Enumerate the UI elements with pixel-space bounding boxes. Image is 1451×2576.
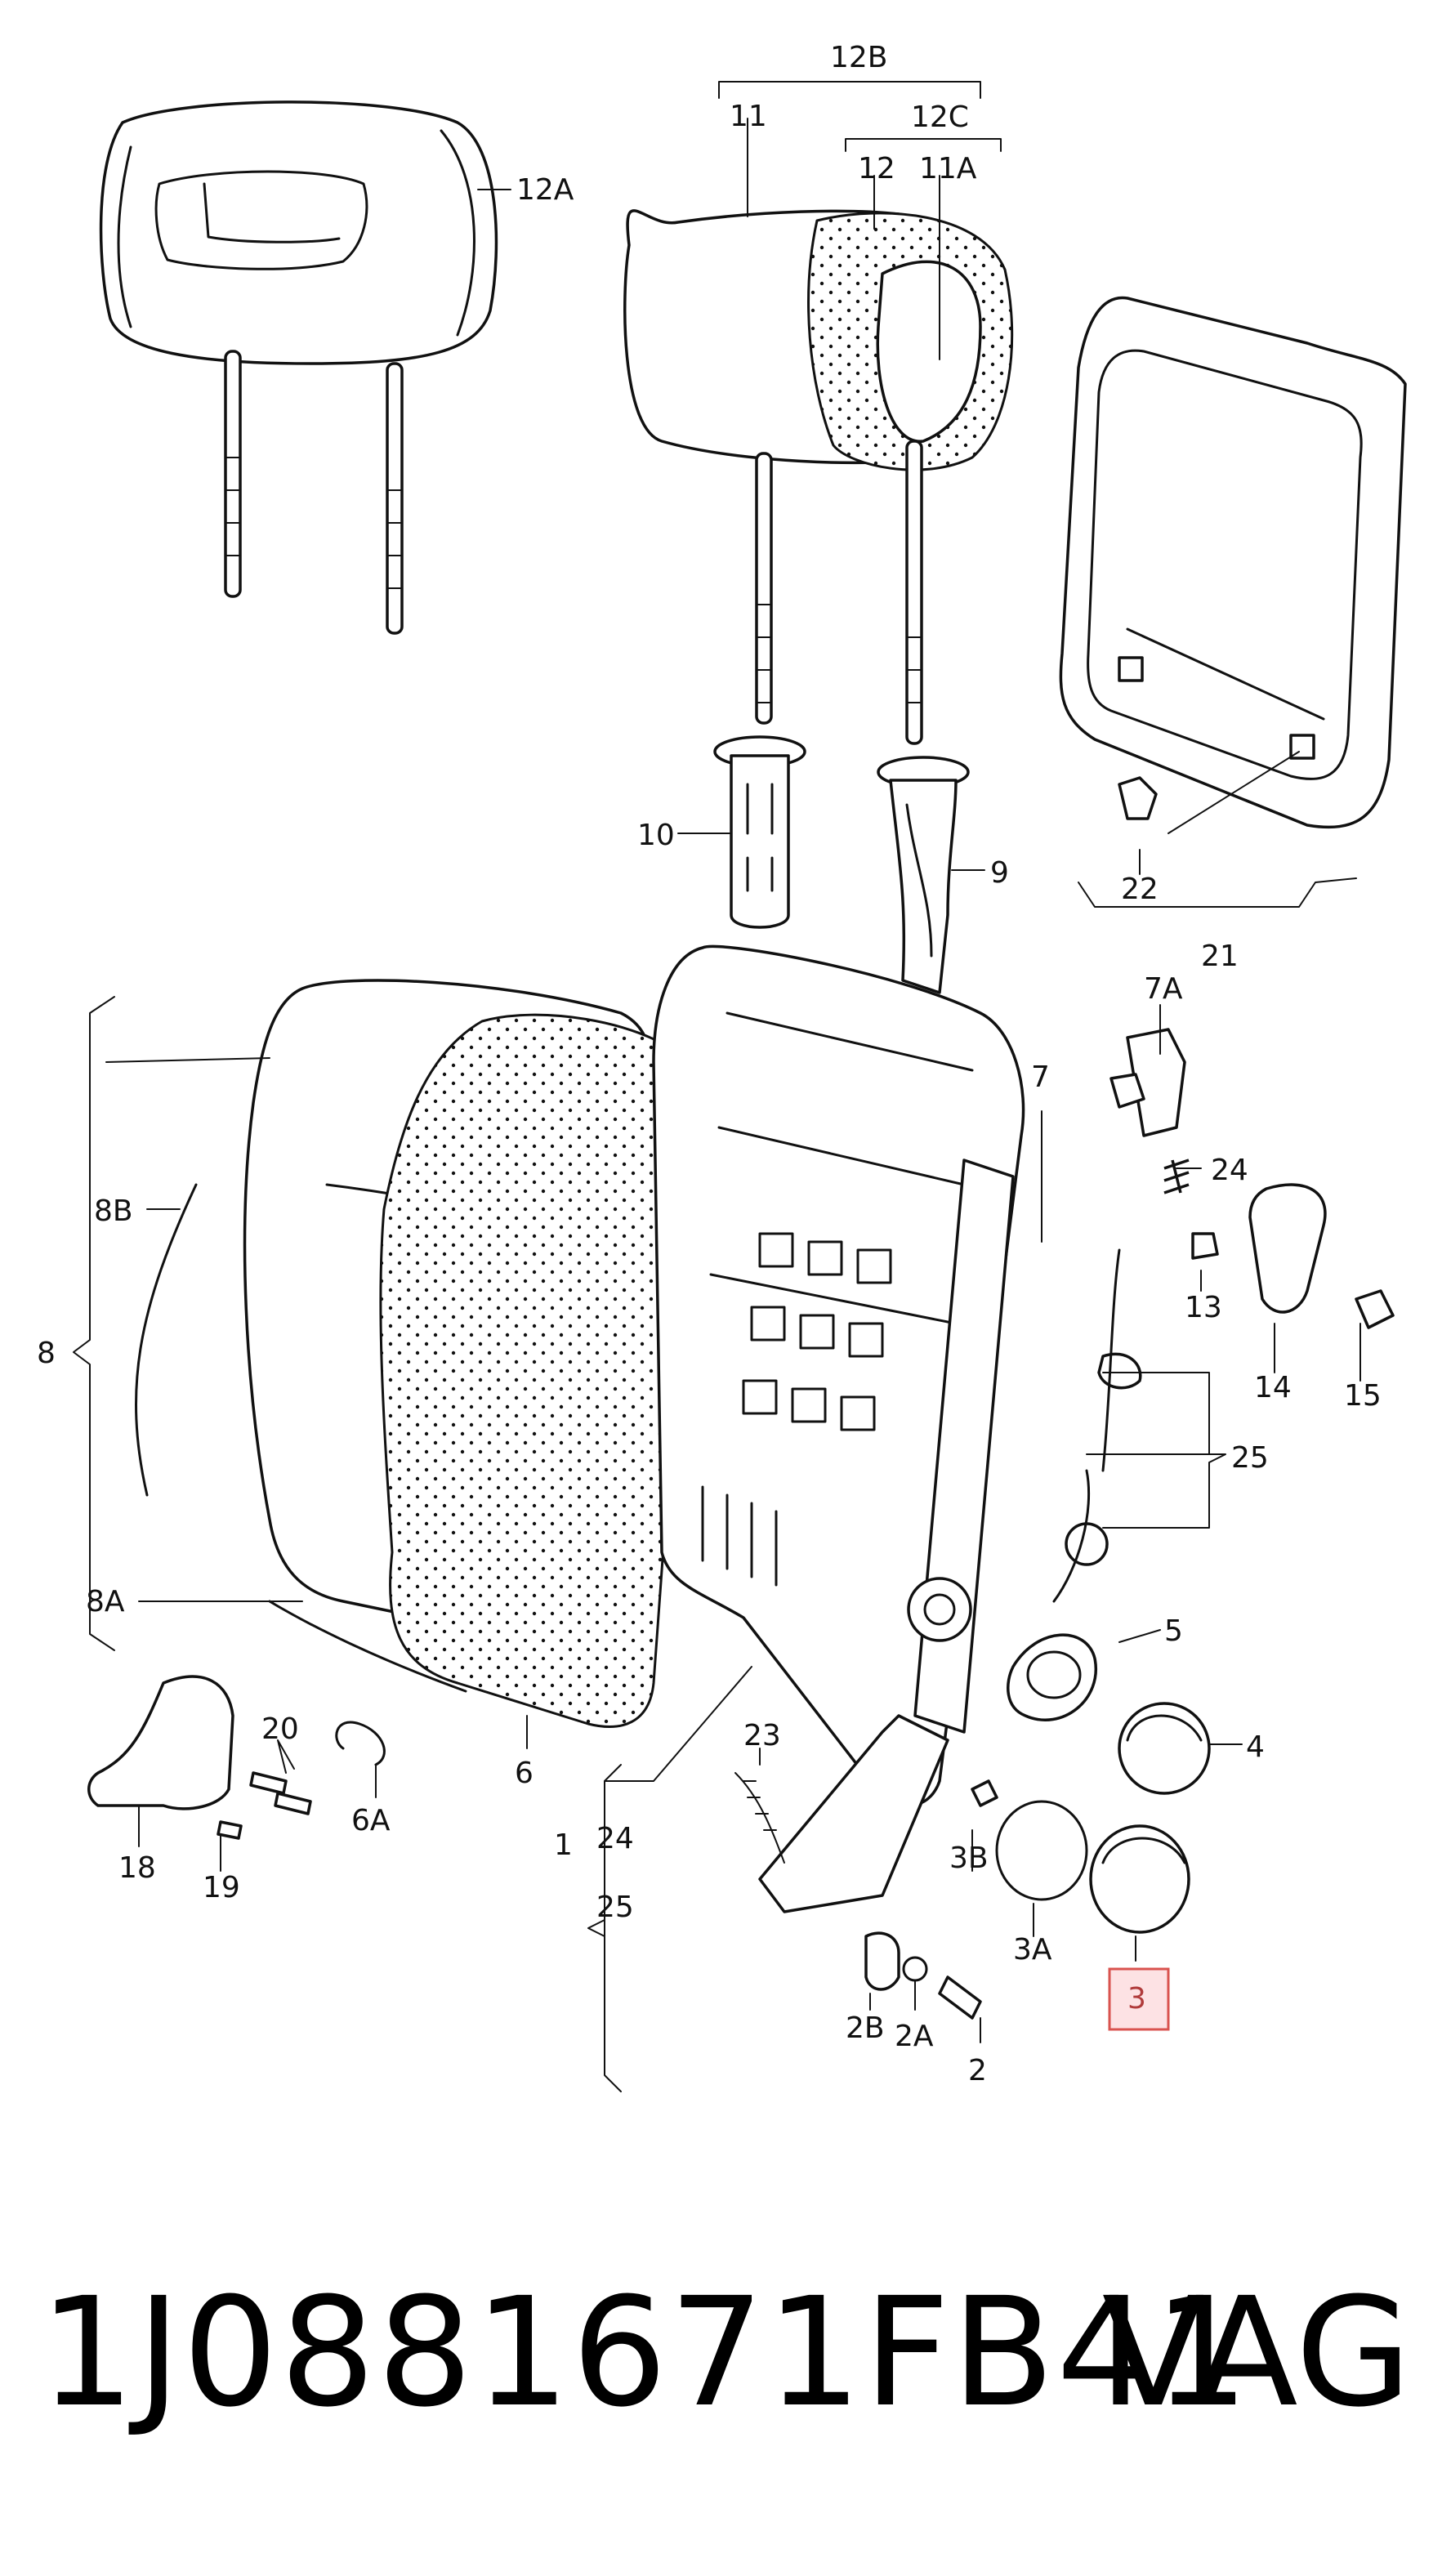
label-23: 23 [743,1719,781,1752]
leader-lines [73,81,1361,2092]
label-7a: 7A [1144,972,1183,1006]
label-9: 9 [990,856,1009,890]
seat-frame-1 [652,944,1025,1913]
label-3: 3 [1127,1982,1146,2016]
label-8a: 8A [86,1585,125,1618]
label-6: 6 [515,1757,534,1790]
label-3a: 3A [1013,1933,1052,1967]
label-2a: 2A [895,2020,934,2053]
label-19: 19 [203,1871,240,1904]
label-11: 11 [730,100,767,133]
headrest-11 [623,209,1014,745]
small-parts [87,1028,1395,2020]
part-number: 1J0881671FB41 [39,2266,1251,2440]
footer: 1J0881671FB41 VAG [0,2271,1451,2435]
label-12b: 12B [830,41,888,74]
label-5: 5 [1164,1614,1183,1648]
label-7: 7 [1031,1060,1050,1094]
guide-sleeve-10 [713,735,806,929]
foam-pad-6 [379,1013,699,1728]
headrest-12a [99,100,498,635]
label-2b: 2B [846,2011,885,2045]
exploded-seat-diagram: 12B 11 12C 12 11A 12A 10 9 22 21 7A 7 24… [37,41,1407,2092]
label-10: 10 [637,819,675,852]
label-14: 14 [1254,1371,1292,1404]
label-15: 15 [1344,1379,1382,1413]
label-12: 12 [858,152,895,185]
label-12a: 12A [516,173,574,207]
label-25a: 25 [1231,1441,1269,1475]
label-6a: 6A [351,1804,391,1837]
label-8: 8 [37,1337,56,1370]
label-12c: 12C [911,100,969,134]
label-2: 2 [968,2054,987,2087]
label-24b: 24 [596,1822,634,1855]
label-8b: 8B [94,1194,133,1228]
backrest-panel-21 [1059,296,1407,829]
label-24a: 24 [1211,1154,1248,1187]
part-labels: 12B 11 12C 12 11A 12A 10 9 22 21 7A 7 24… [37,41,1382,2087]
label-1: 1 [554,1828,573,1862]
label-4: 4 [1246,1730,1265,1764]
brand-name: VAG [1101,2266,1412,2440]
label-18: 18 [118,1851,156,1885]
label-21: 21 [1201,940,1239,973]
label-22: 22 [1121,873,1159,906]
highlight-box-3 [1108,1967,1170,2031]
label-25b: 25 [596,1891,634,1924]
label-11a: 11A [919,152,977,185]
guide-sleeve-9 [877,756,970,994]
label-13: 13 [1185,1291,1222,1324]
label-3b: 3B [949,1842,989,1875]
label-20: 20 [261,1712,299,1746]
